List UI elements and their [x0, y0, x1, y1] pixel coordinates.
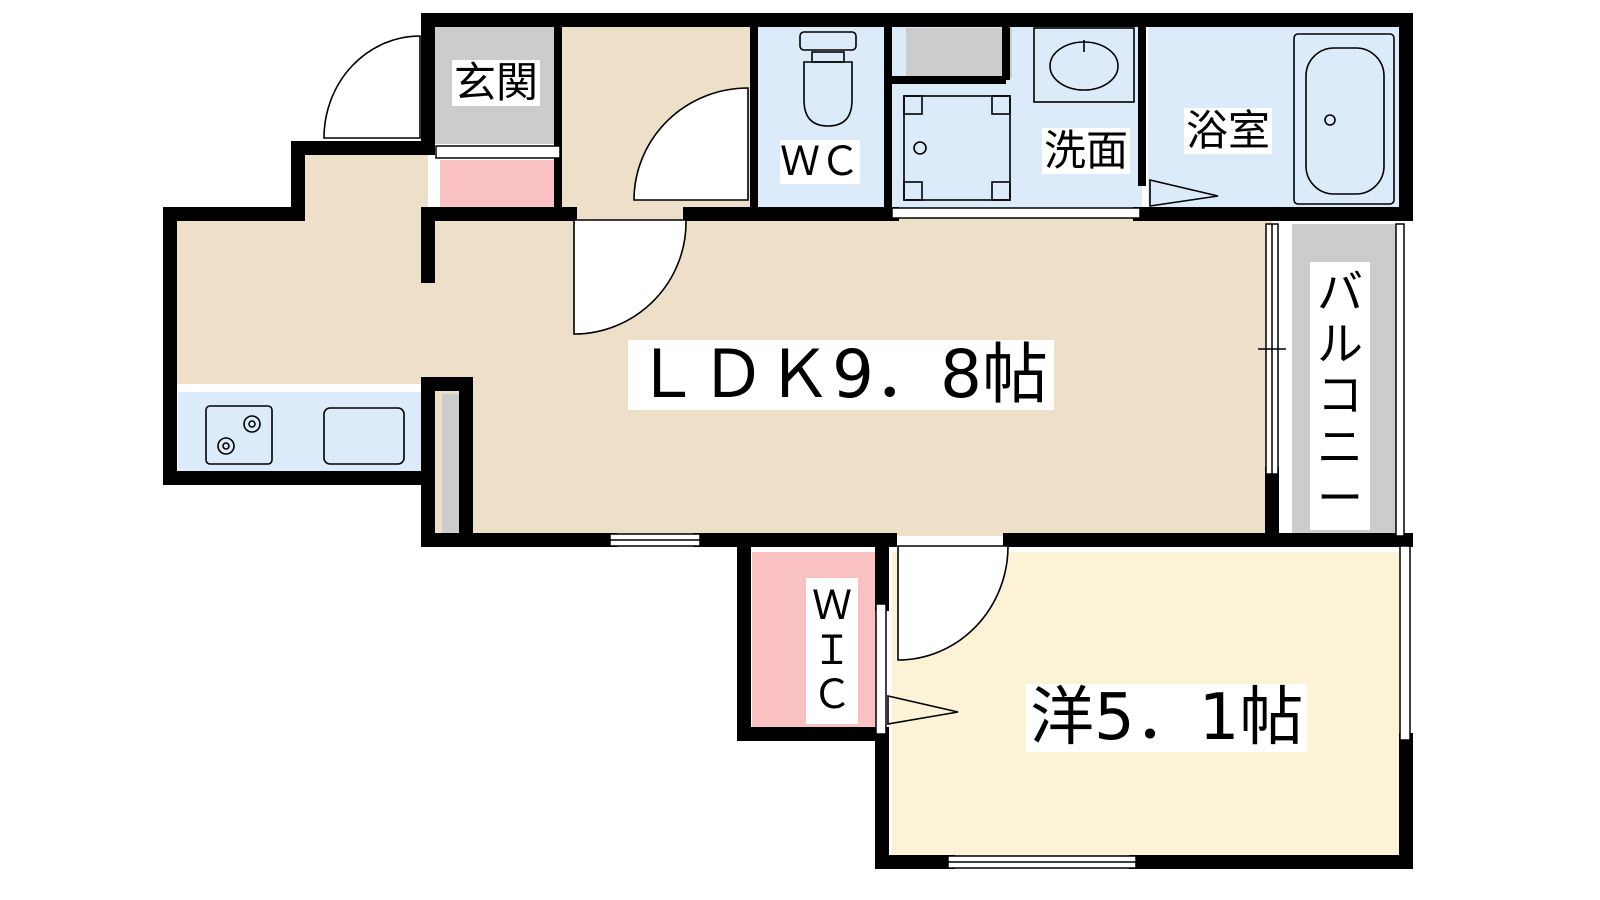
wic-char: Ｗ — [812, 582, 852, 629]
entrance-label: 玄関 — [452, 58, 541, 107]
balcony-label: バ ル コ ニ ー — [1310, 262, 1370, 530]
ldk-label: ＬＤＫ9．8帖 — [628, 340, 1054, 410]
partitions — [554, 26, 1146, 212]
washer-space — [906, 28, 1012, 78]
balcony-char: コ — [1317, 368, 1363, 423]
kitchen-sink-icon — [323, 407, 405, 465]
wic-wall — [737, 533, 889, 741]
bathroom-label: 浴室 — [1184, 106, 1273, 155]
doors — [323, 35, 1219, 725]
toilet-icon — [799, 31, 857, 127]
balcony-char: ニ — [1317, 419, 1363, 474]
bedroom-east-window — [1399, 545, 1411, 741]
washing-machine-icon — [903, 95, 1011, 201]
entrance-step — [435, 145, 561, 159]
stove-icon — [205, 405, 273, 465]
washroom-door-frame — [891, 207, 1141, 219]
bathtub-icon — [1293, 33, 1395, 205]
washroom-label: 洗面 — [1042, 126, 1131, 175]
windows — [435, 145, 1411, 869]
wic-label: Ｗ Ｉ Ｃ — [806, 578, 858, 724]
sink-icon — [1033, 27, 1135, 103]
outer-wall-porch — [163, 141, 435, 485]
balcony-char: ル — [1317, 316, 1363, 371]
ldk-door — [573, 219, 687, 335]
walls — [163, 13, 1413, 869]
wic-sliding-door — [887, 694, 959, 725]
fixtures — [205, 27, 1395, 465]
bedroom-west-wall — [875, 727, 955, 869]
bath-sliding-door — [1149, 178, 1219, 207]
hall-door — [633, 87, 749, 201]
bedroom-door — [897, 545, 1009, 661]
wic-char: Ｉ — [812, 627, 852, 674]
fridge-wall — [421, 377, 473, 547]
wc-label: ＷＣ — [780, 139, 860, 185]
balcony-char: バ — [1317, 265, 1363, 320]
balcony-rail — [1395, 223, 1405, 537]
balcony-char: ー — [1317, 471, 1363, 526]
outer-wall-top — [421, 13, 1413, 221]
wic-char: Ｃ — [812, 672, 852, 719]
shoe-closet — [440, 160, 560, 210]
entrance-door — [323, 35, 421, 139]
western-room-label: 洋5．1帖 — [1026, 684, 1308, 752]
wic-door-frame — [875, 603, 887, 735]
